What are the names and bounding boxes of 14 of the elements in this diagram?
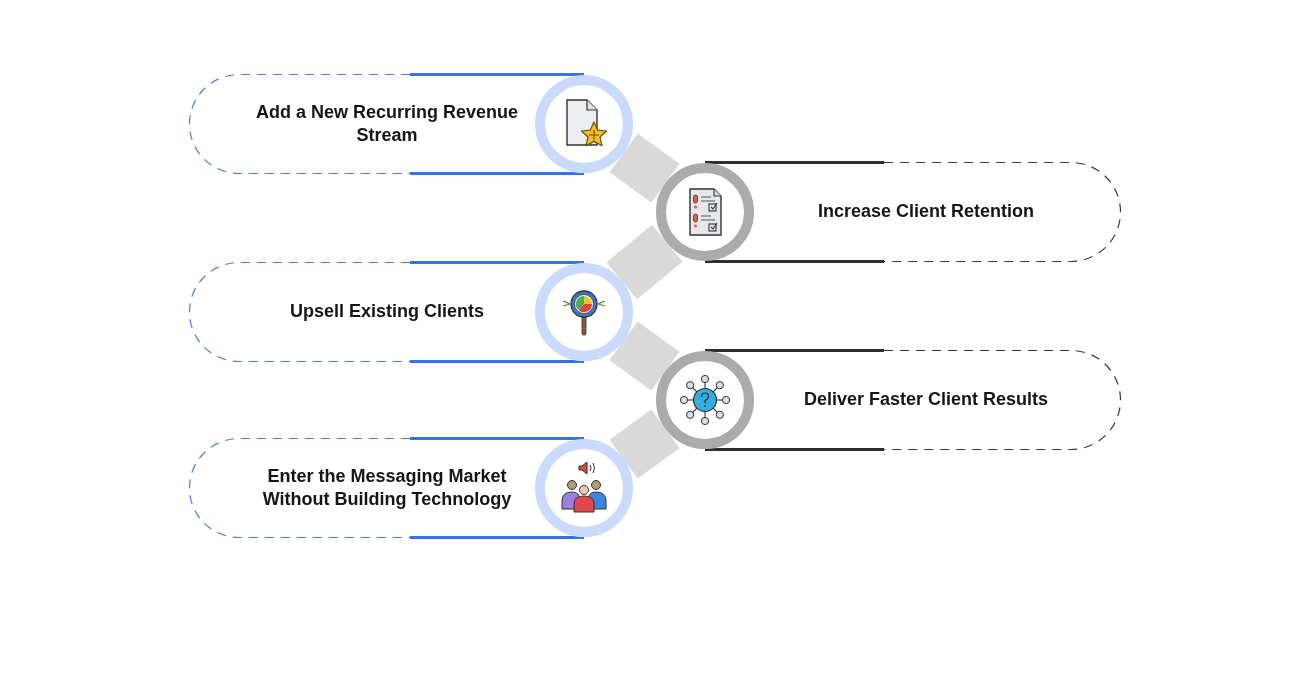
benefit-text: Enter the Messaging Market Without Building Technology — [261, 464, 513, 511]
benefit-card — [188, 261, 633, 363]
connector-band — [606, 224, 683, 300]
benefit-text: Increase Client Retention — [817, 200, 1035, 224]
benefit-text: Upsell Existing Clients — [289, 300, 484, 324]
benefit-card — [188, 73, 633, 175]
benefit-card — [656, 161, 1122, 263]
benefit-text: Deliver Faster Client Results — [803, 388, 1049, 412]
connector-band — [609, 409, 680, 479]
benefit-card — [188, 437, 633, 539]
connector-band — [609, 321, 680, 391]
connector-band — [609, 133, 680, 203]
benefit-card — [656, 349, 1122, 451]
benefit-text: Add a New Recurring Revenue Stream — [254, 100, 520, 147]
